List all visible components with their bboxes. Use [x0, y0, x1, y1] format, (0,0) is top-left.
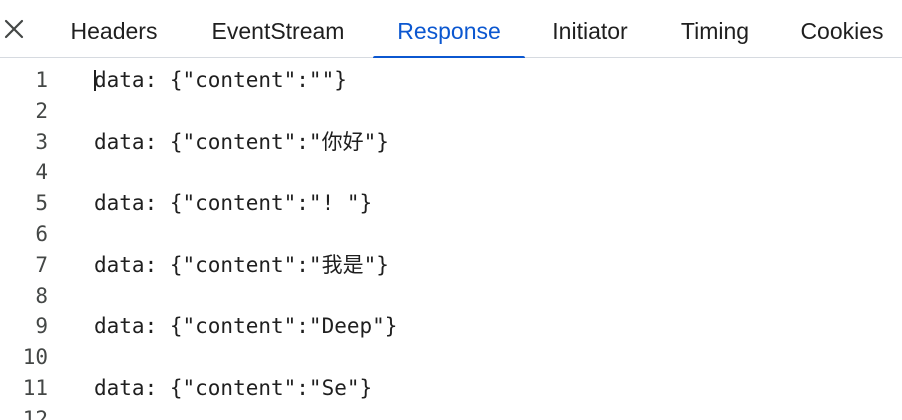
- line-number: 12: [22, 406, 48, 420]
- line-number: 3: [35, 129, 48, 154]
- line-number: 4: [35, 160, 48, 185]
- code-line: 11 data: {"content":"Se"}: [0, 373, 902, 404]
- tab-label: Initiator: [552, 18, 628, 44]
- tab-label: Cookies: [800, 18, 884, 44]
- tab-label: Headers: [70, 18, 158, 44]
- tab-label: EventStream: [211, 18, 345, 44]
- code-line: 10: [0, 342, 902, 373]
- panel-tab-bar: Headers EventStream Response Initiator T…: [0, 0, 902, 59]
- line-number: 5: [35, 191, 48, 216]
- line-number: 11: [22, 376, 48, 400]
- tab-eventstream[interactable]: EventStream: [190, 0, 366, 58]
- code-line: 4: [0, 157, 902, 188]
- line-text: data: {"content":"Deep"}: [94, 314, 398, 339]
- code-line: 12: [0, 404, 902, 420]
- line-text: data: {"content":"我是"}: [94, 252, 389, 277]
- code-line: 9 data: {"content":"Deep"}: [0, 311, 902, 342]
- code-line: 2: [0, 96, 902, 127]
- line-number: 1: [35, 68, 48, 92]
- tab-cookies[interactable]: Cookies: [782, 0, 902, 58]
- line-number: 7: [35, 252, 48, 277]
- line-text: data: {"content":"你好"}: [94, 129, 389, 154]
- tab-label: Response: [397, 18, 501, 44]
- tab-headers[interactable]: Headers: [52, 0, 176, 58]
- active-tab-indicator: [373, 56, 525, 59]
- line-number: 2: [35, 98, 48, 123]
- tab-label: Timing: [680, 18, 750, 44]
- line-text: data: {"content":""}: [94, 68, 347, 92]
- code-line: 8: [0, 281, 902, 312]
- code-line: 1 data: {"content":""}: [0, 65, 902, 96]
- tab-response[interactable]: Response: [373, 0, 525, 59]
- response-viewer[interactable]: 1 data: {"content":""} 2 3 data: {"conte…: [0, 58, 902, 420]
- code-line: 3 data: {"content":"你好"}: [0, 127, 902, 158]
- code-line: 5 data: {"content":"! "}: [0, 188, 902, 219]
- line-number: 9: [35, 314, 48, 339]
- text-caret: [94, 70, 96, 91]
- code-line: 7 data: {"content":"我是"}: [0, 250, 902, 281]
- line-number: 6: [35, 222, 48, 246]
- tab-initiator[interactable]: Initiator: [532, 0, 648, 58]
- close-icon[interactable]: [3, 18, 25, 40]
- line-text: data: {"content":"Se"}: [94, 376, 373, 400]
- tab-timing[interactable]: Timing: [663, 0, 767, 58]
- line-number: 10: [22, 345, 48, 370]
- line-number: 8: [35, 283, 48, 308]
- line-text: data: {"content":"! "}: [94, 191, 373, 216]
- code-line: 6: [0, 219, 902, 250]
